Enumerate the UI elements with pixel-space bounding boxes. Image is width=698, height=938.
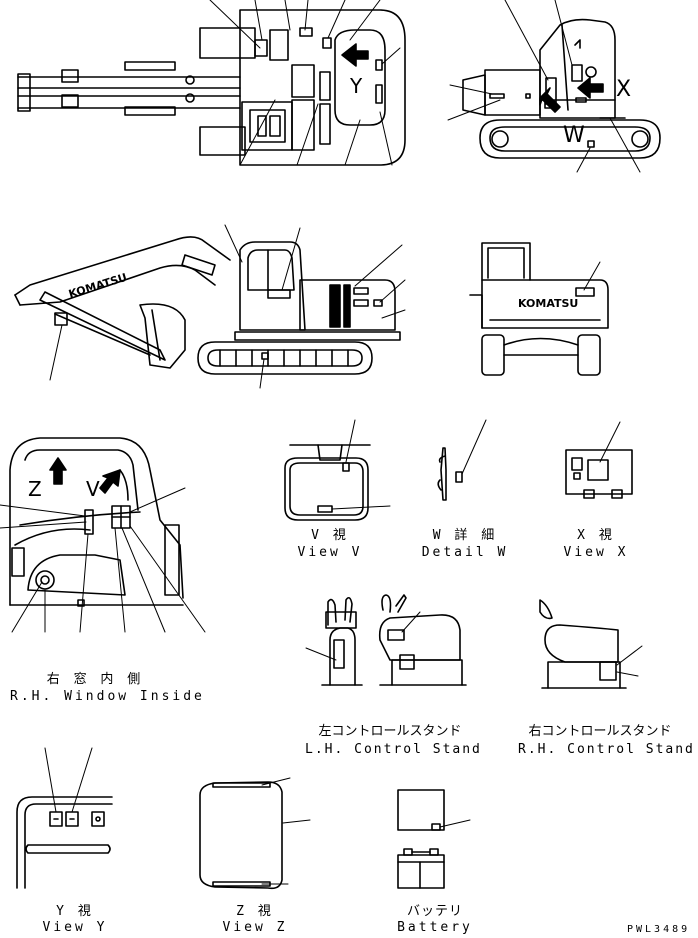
side-view-top-right bbox=[462, 18, 661, 159]
view-v-drawing bbox=[284, 444, 371, 521]
caption-rh-window-en: R.H. Window Inside bbox=[10, 689, 205, 704]
caption-rh-stand-en: R.H. Control Stand bbox=[518, 742, 695, 757]
lh-control-stand-leaders bbox=[305, 611, 421, 661]
view-y-leaders bbox=[44, 747, 93, 813]
view-v-leaders bbox=[331, 419, 391, 510]
caption-battery-en: Battery bbox=[397, 920, 473, 935]
caption-view-v-en: View V bbox=[297, 545, 363, 560]
top-view-leader-lines bbox=[209, 0, 401, 166]
rh-window-label-v: V bbox=[86, 477, 100, 501]
view-z-leaders bbox=[261, 777, 311, 885]
rh-window-inside-drawing bbox=[9, 437, 184, 607]
detail-w-drawing bbox=[437, 447, 463, 501]
caption-view-y-jp: Y 視 bbox=[56, 904, 94, 919]
caption-lh-stand-en: L.H. Control Stand bbox=[305, 742, 482, 757]
lh-control-stand-drawing bbox=[321, 594, 467, 686]
caption-view-z-jp: Z 視 bbox=[236, 904, 274, 919]
caption-battery-jp: バッテリ bbox=[406, 904, 463, 919]
caption-view-z-en: View Z bbox=[222, 920, 288, 935]
drawing-code: PWL3489 bbox=[627, 924, 691, 935]
caption-detail-w-jp: W 詳 細 bbox=[432, 528, 498, 543]
view-x-drawing bbox=[565, 449, 633, 499]
view-y-drawing bbox=[16, 796, 113, 889]
caption-rh-window-jp: 右 窓 内 側 bbox=[46, 672, 144, 687]
rh-control-stand-drawing bbox=[539, 599, 627, 689]
battery-leader bbox=[439, 819, 471, 828]
rh-window-label-z: Z bbox=[28, 477, 42, 501]
rh-window-leader-lines bbox=[0, 487, 206, 633]
caption-lh-stand-jp: 左コントロールスタンド bbox=[318, 724, 462, 739]
side-view-full-machine bbox=[14, 236, 401, 375]
caption-view-x-jp: X 視 bbox=[577, 528, 615, 543]
top-view-machine bbox=[17, 9, 406, 166]
view-z-drawing bbox=[199, 781, 283, 890]
rh-control-stand-leaders bbox=[616, 645, 643, 677]
battery-drawing bbox=[397, 789, 445, 889]
side-view-full-leader-lines bbox=[49, 224, 406, 389]
side-view-label-w: W bbox=[563, 123, 585, 148]
view-x-leader bbox=[599, 421, 621, 463]
rear-view-machine bbox=[469, 242, 609, 376]
side-view-label-x: X bbox=[616, 77, 631, 102]
rear-view-leader bbox=[583, 261, 601, 291]
caption-rh-stand-jp: 右コントロールスタンド bbox=[528, 724, 672, 739]
side-view-leader-lines bbox=[447, 0, 641, 173]
rear-brand-text: KOMATSU bbox=[518, 297, 578, 310]
caption-view-x-en: View X bbox=[563, 545, 629, 560]
top-view-label-y: Y bbox=[349, 74, 363, 98]
boom-brand-text: KOMATSU bbox=[67, 271, 129, 301]
detail-w-leader bbox=[461, 419, 487, 475]
caption-detail-w-en: Detail W bbox=[421, 545, 509, 560]
caption-view-v-jp: V 視 bbox=[311, 528, 349, 543]
caption-view-y-en: View Y bbox=[42, 920, 108, 935]
